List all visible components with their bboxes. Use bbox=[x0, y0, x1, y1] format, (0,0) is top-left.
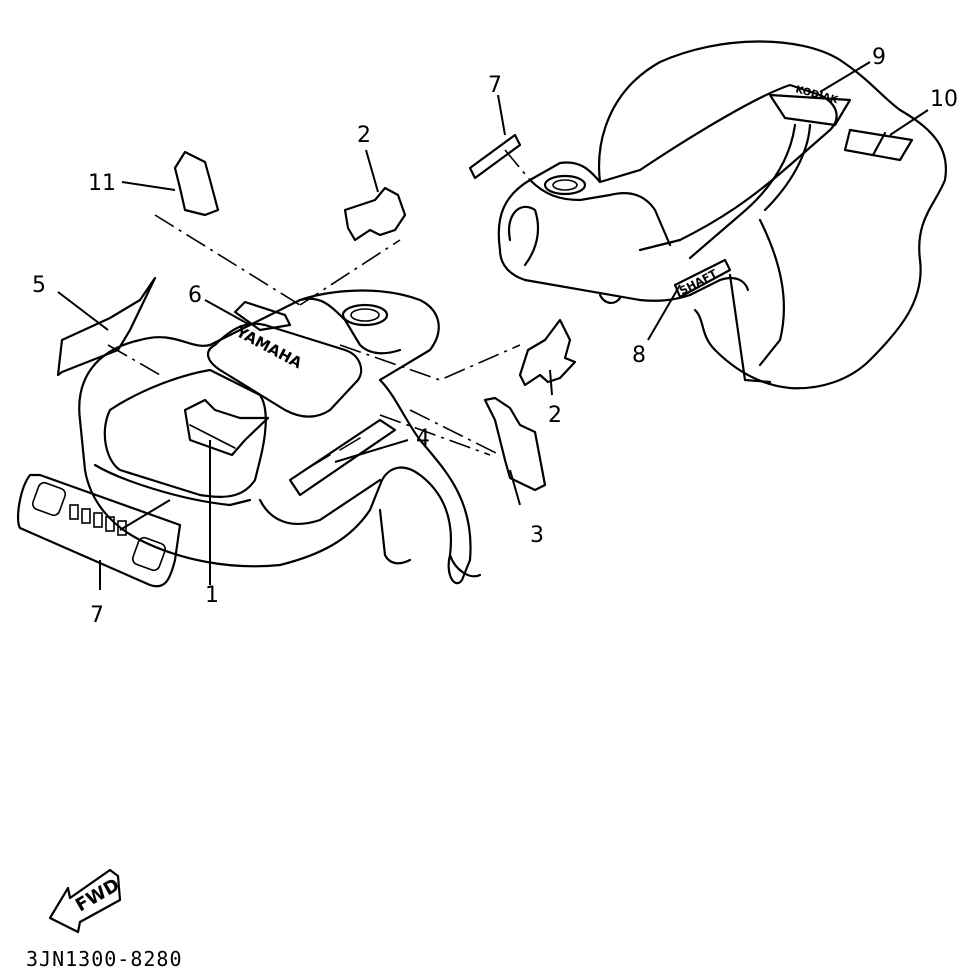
callout-7-shaft: 8 bbox=[632, 343, 646, 368]
callout-8: 9 bbox=[872, 45, 886, 70]
rear-fender: SHAFT KODIAK bbox=[468, 40, 947, 390]
yamaha-logo-text: YAMAHA bbox=[232, 322, 305, 372]
callout-2-top: 2 bbox=[357, 123, 371, 148]
callout-1: 1 bbox=[205, 583, 219, 608]
kodiak-emblem: KODIAK bbox=[794, 84, 840, 106]
decal-4 bbox=[56, 276, 157, 377]
callout-3: 4 bbox=[416, 426, 430, 451]
decal-11 bbox=[173, 150, 220, 217]
callout-5: 6 bbox=[188, 283, 202, 308]
decal-5 bbox=[233, 300, 292, 332]
decal-10 bbox=[483, 396, 547, 492]
grille-panel-6 bbox=[16, 473, 182, 588]
callout-10: 3 bbox=[530, 523, 544, 548]
callout-9: 10 bbox=[930, 87, 958, 112]
leader-lines bbox=[57, 61, 929, 590]
kodiak-emblem-text: KODIAK bbox=[794, 84, 840, 106]
callout-7-top: 7 bbox=[488, 73, 502, 98]
fwd-label: FWD bbox=[72, 875, 123, 917]
4wd-emblem bbox=[183, 398, 270, 457]
fwd-arrow-icon: FWD bbox=[48, 868, 123, 934]
decal-7-top bbox=[468, 133, 522, 180]
decal-2-top bbox=[343, 186, 407, 242]
callout-2-side: 2 bbox=[548, 403, 562, 428]
assembly-lines bbox=[107, 149, 531, 456]
callouts: 11 2 5 6 7 9 10 8 2 4 3 7 1 bbox=[32, 45, 958, 628]
callout-4: 5 bbox=[32, 273, 46, 298]
decal-2-side bbox=[518, 318, 577, 387]
callout-11: 11 bbox=[88, 171, 116, 196]
callout-6: 7 bbox=[90, 603, 104, 628]
drawing-code: 3JN1300-8280 bbox=[26, 947, 183, 971]
